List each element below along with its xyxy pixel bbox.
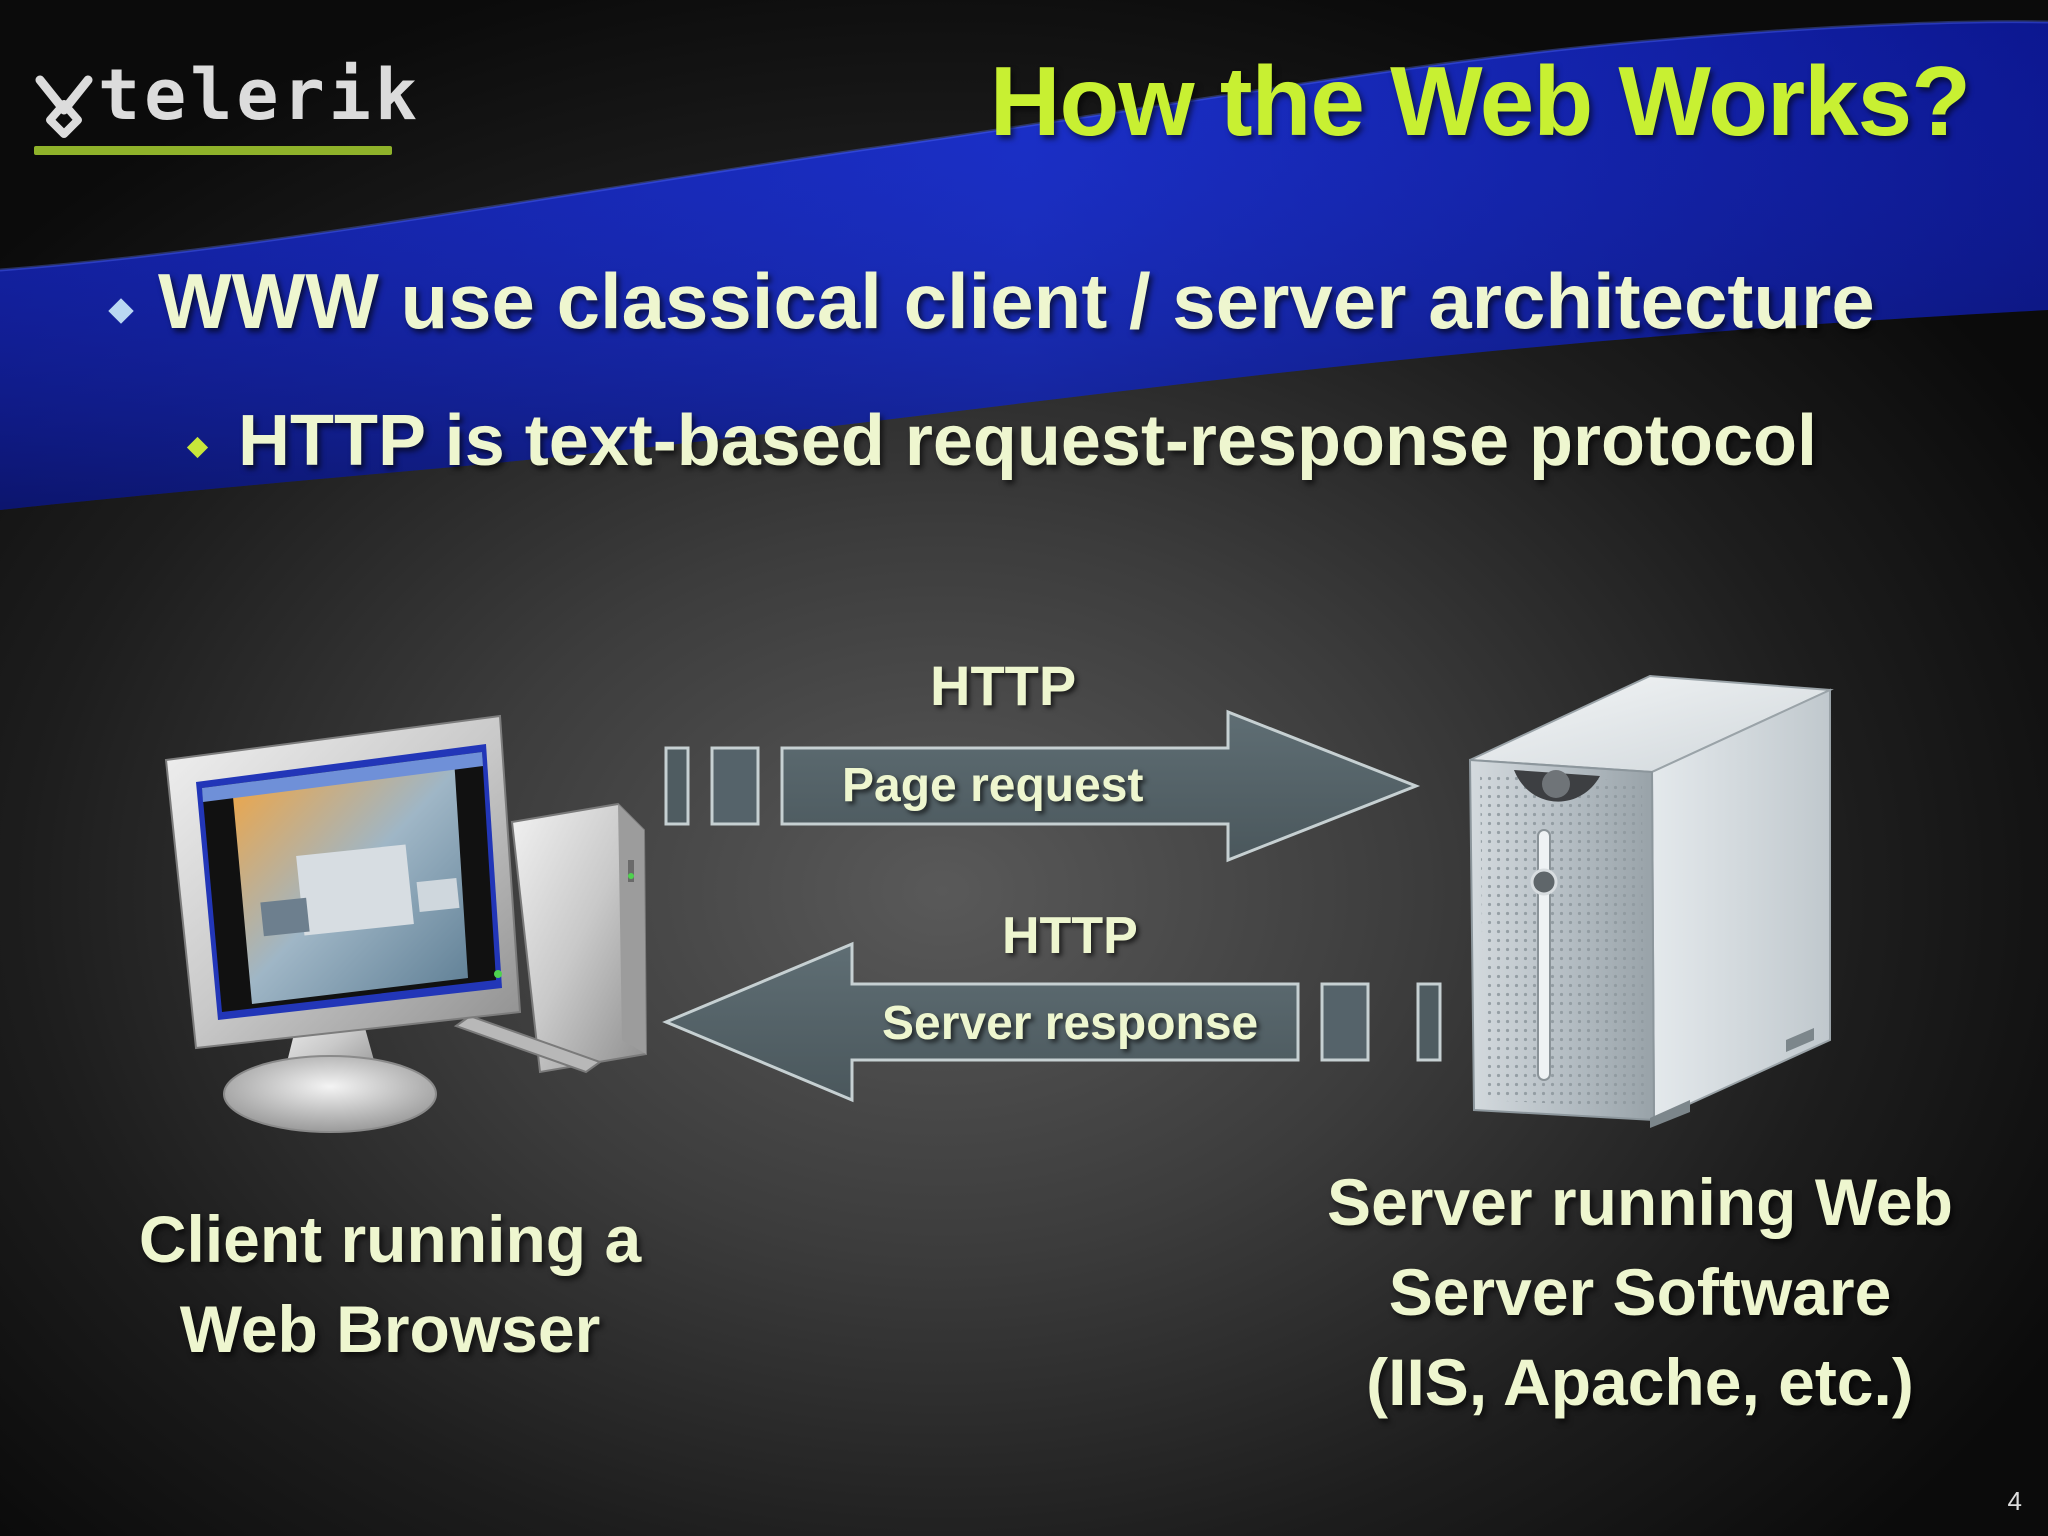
- client-caption-line: Web Browser: [179, 1292, 601, 1366]
- bullet-level-2: HTTP is text-based request-response prot…: [238, 401, 1818, 481]
- client-caption: Client running a Web Browser: [90, 1194, 690, 1374]
- request-arrow: [664, 709, 1421, 863]
- server-caption-line: Server Software: [1388, 1255, 1892, 1329]
- client-caption-line: Client running a: [138, 1202, 642, 1276]
- logo-underline: [34, 146, 392, 155]
- server-caption: Server running Web Server Software (IIS,…: [1290, 1157, 1990, 1427]
- bullet-level-1: WWW use classical client / server archit…: [158, 257, 1875, 345]
- request-label: Page request: [842, 759, 1144, 812]
- response-arrow: [662, 941, 1442, 1103]
- response-label: Server response: [882, 997, 1259, 1050]
- server-caption-line: Server running Web: [1327, 1165, 1953, 1239]
- telerik-logo-icon: [35, 75, 93, 138]
- server-caption-line: (IIS, Apache, etc.): [1366, 1345, 1914, 1419]
- response-protocol-label: HTTP: [1002, 907, 1138, 965]
- request-protocol-label: HTTP: [930, 654, 1077, 717]
- slide-title: How the Web Works?: [989, 46, 1971, 156]
- telerik-logo-text: telerik: [98, 54, 422, 136]
- page-number: 4: [2007, 1486, 2022, 1516]
